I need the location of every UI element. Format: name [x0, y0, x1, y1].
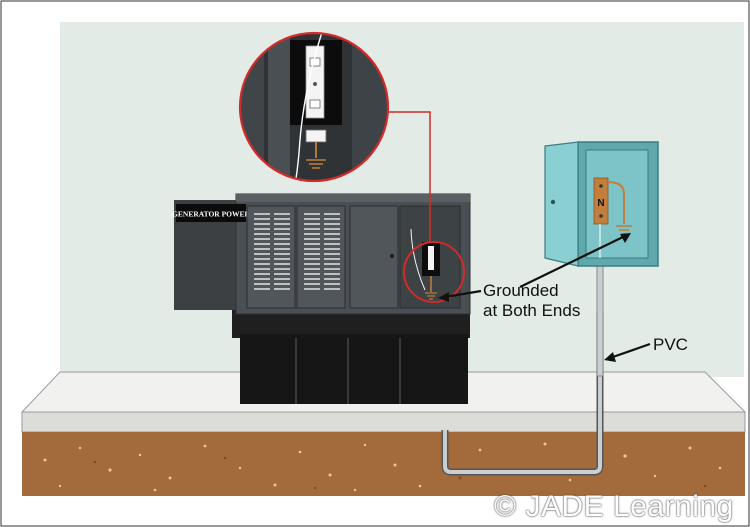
- arrow-head-generator: [438, 292, 449, 302]
- panel-door: [544, 141, 579, 267]
- neutral-bar-label: N: [597, 198, 604, 209]
- copyright-watermark: © JADE Learning: [494, 490, 734, 523]
- pvc-callout: PVC: [653, 335, 688, 354]
- tank-ribs: [295, 338, 401, 404]
- arrow-head-panel: [620, 233, 631, 243]
- generator-louvers: [254, 213, 340, 290]
- highlight-circle: [403, 241, 465, 303]
- generator-end-panel: [174, 200, 236, 310]
- panel-door-latch: [550, 199, 556, 205]
- arrow-head-pvc: [604, 352, 616, 362]
- generator-fuel-tank: [240, 334, 468, 404]
- neutral-bar: [593, 177, 609, 225]
- enclosure-roof: [236, 194, 470, 202]
- generator-neutral-strip: [428, 246, 434, 270]
- neutral-bar-screw-1: [599, 184, 603, 188]
- grounded-arrows: [444, 235, 626, 299]
- neutral-bar-screw-2: [599, 214, 603, 218]
- zoom-connector-line: [388, 111, 431, 242]
- grounded-callout-line1: Grounded: [483, 281, 559, 300]
- soil-speckles: [43, 442, 722, 492]
- underground-conduit: [443, 312, 602, 474]
- pvc-conduit: [596, 255, 604, 377]
- generator-brand-label: GENERATOR POWER: [172, 210, 250, 219]
- panel-ground-wire: [607, 181, 625, 224]
- generator-neutral-wire: [410, 228, 426, 291]
- zoom-circle-border: [238, 31, 390, 183]
- door-latch: [390, 254, 394, 258]
- generator-door-2: [296, 205, 346, 309]
- generator-door-3: [349, 205, 399, 309]
- soil: [22, 432, 745, 496]
- generator-door-1: [246, 205, 296, 309]
- grounded-callout: Grounded at Both Ends: [483, 281, 580, 321]
- brand-plate: [176, 204, 246, 222]
- pvc-arrow: [609, 342, 651, 360]
- slab-edge: [21, 411, 746, 433]
- grounded-callout-line2: at Both Ends: [483, 301, 581, 320]
- generator-ground-symbol: [425, 292, 437, 300]
